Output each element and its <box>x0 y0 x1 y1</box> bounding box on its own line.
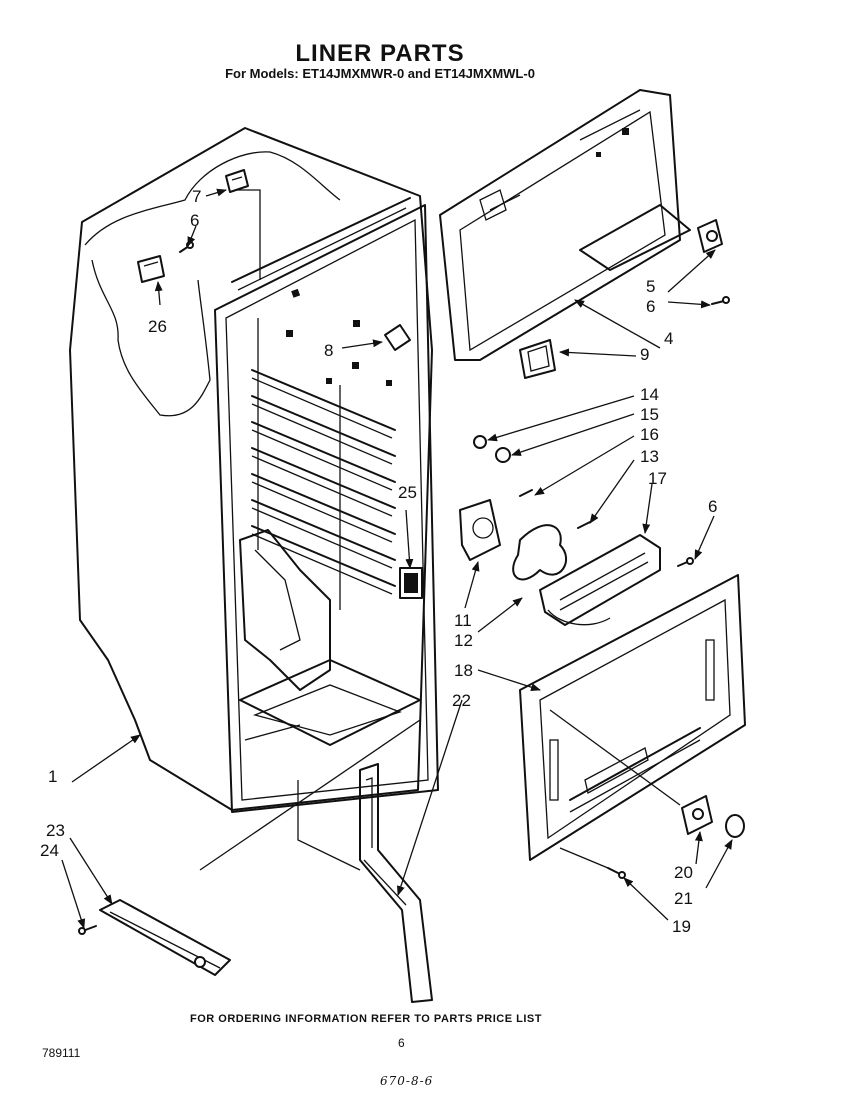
callout-6-top: 6 <box>190 211 199 230</box>
callout-15: 15 <box>640 405 659 424</box>
fan-assembly <box>459 435 661 626</box>
callout-25: 25 <box>398 483 417 502</box>
bracket-7 <box>225 169 249 193</box>
bracket-5 <box>697 219 723 253</box>
callout-23: 23 <box>46 821 65 840</box>
callout-20: 20 <box>674 863 693 882</box>
document-number: 789111 <box>42 1046 81 1060</box>
bracket-20 <box>681 795 713 835</box>
cover-9 <box>519 339 556 379</box>
bushing-15 <box>495 447 511 463</box>
models-subtitle: For Models: ET14JMXMWR-0 and ET14JMXMWL-… <box>225 66 535 81</box>
callout-21: 21 <box>674 889 693 908</box>
callout-1: 1 <box>48 767 57 786</box>
callout-7: 7 <box>192 187 201 206</box>
upper-panel-4 <box>439 89 691 361</box>
callout-14: 14 <box>640 385 659 404</box>
callout-9: 9 <box>640 345 649 364</box>
page-title: LINER PARTS <box>295 40 465 67</box>
screw-6-top <box>179 241 194 253</box>
bracket-26 <box>137 255 165 283</box>
callout-6-mid: 6 <box>708 497 717 516</box>
screw-19 <box>607 867 626 879</box>
callout-24: 24 <box>40 841 59 860</box>
callout-19: 19 <box>672 917 691 936</box>
divider-strip-22 <box>359 763 433 1003</box>
lower-panel-18 <box>519 574 746 861</box>
callout-11: 11 <box>454 611 472 630</box>
screw-16 <box>519 489 533 497</box>
callout-leaders <box>61 188 733 929</box>
fan-motor-11 <box>459 499 501 561</box>
fan-blade-12 <box>512 524 567 581</box>
page-number: 6 <box>398 1036 405 1050</box>
callout-16: 16 <box>640 425 659 444</box>
callout-8: 8 <box>324 341 333 360</box>
ordering-note: FOR ORDERING INFORMATION REFER TO PARTS … <box>190 1013 542 1025</box>
grommet-14 <box>473 435 487 449</box>
callout-6-right: 6 <box>646 297 655 316</box>
callout-12: 12 <box>454 631 473 650</box>
callout-26: 26 <box>148 317 167 336</box>
label-25 <box>399 567 423 599</box>
callout-4: 4 <box>664 329 673 348</box>
screw-6-right <box>711 296 730 305</box>
screw-24 <box>78 925 97 935</box>
fan-shroud-17 <box>539 534 661 626</box>
callout-17: 17 <box>648 469 667 488</box>
knob-21 <box>725 814 745 838</box>
callout-22: 22 <box>452 691 471 710</box>
cabinet-liner <box>69 127 439 813</box>
handwritten-note: 670-8-6 <box>380 1074 434 1088</box>
shelf-rails <box>251 369 396 595</box>
callout-13: 13 <box>640 447 659 466</box>
callout-18: 18 <box>454 661 473 680</box>
toe-plate-23 <box>99 899 231 976</box>
screw-6-mid <box>677 557 694 567</box>
callout-5: 5 <box>646 277 655 296</box>
screw-13 <box>577 521 591 529</box>
clip-8 <box>384 324 411 351</box>
callout-labels: 1 4 5 6 6 6 7 8 9 11 12 13 14 15 16 17 1… <box>40 187 717 936</box>
